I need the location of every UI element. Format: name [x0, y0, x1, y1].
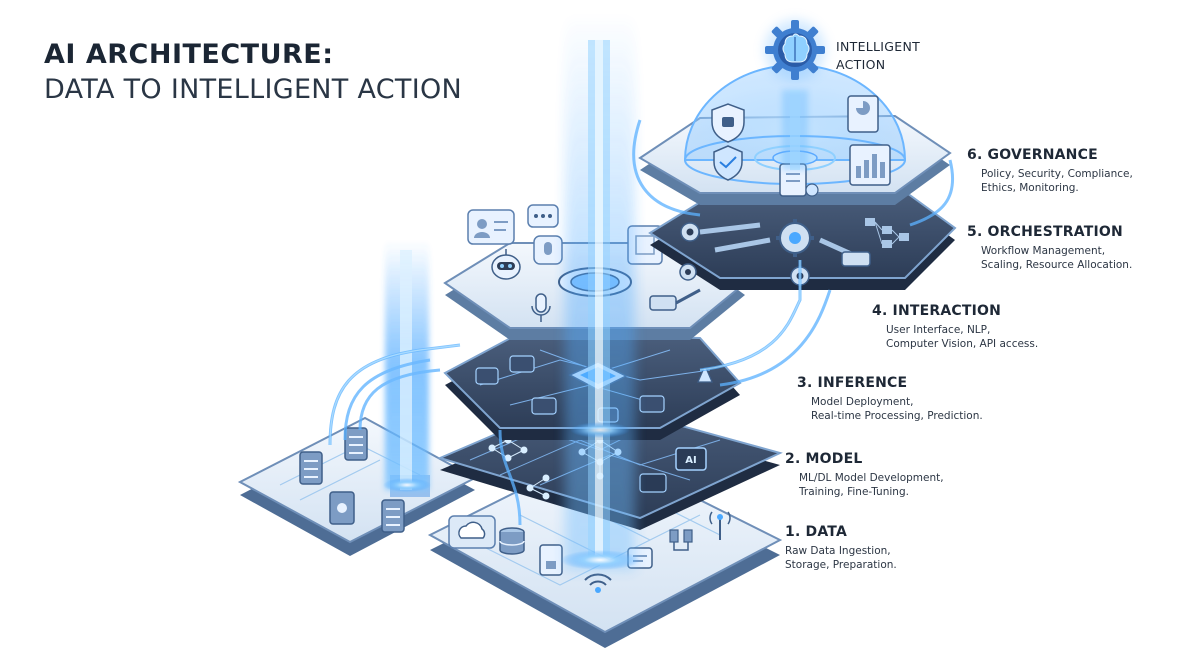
layer-desc-line-2: Training, Fine-Tuning. [799, 486, 909, 498]
gear-small-icon [680, 222, 700, 242]
database-icon [499, 527, 525, 555]
api-connector-icon [649, 288, 701, 311]
compliance-clipboard-icon [779, 163, 819, 197]
layer-description: Model Deployment, Real-time Processing, … [811, 395, 983, 423]
layer-title: 6. GOVERNANCE [967, 147, 1098, 163]
layer-label-inference: 3. INFERENCE Model Deployment, Real-time… [797, 374, 983, 423]
ai-chip-icon: AI [675, 447, 707, 471]
layer-description: Raw Data Ingestion, Storage, Preparation… [785, 544, 897, 572]
layer-description: User Interface, NLP, Computer Vision, AP… [886, 323, 1038, 351]
layer-title: 5. ORCHESTRATION [967, 224, 1123, 240]
layer-description: ML/DL Model Development, Training, Fine-… [799, 471, 944, 499]
title-line-2: DATA TO INTELLIGENT ACTION [44, 74, 463, 105]
intelligent-action-line-1: INTELLIGENT [836, 39, 921, 54]
valve-icon [841, 251, 871, 267]
gear-small-icon-3 [679, 263, 697, 281]
document-icon [539, 544, 563, 576]
data-source-icons [448, 511, 731, 593]
intelligent-action-label: INTELLIGENT ACTION [836, 38, 920, 74]
workflow-diagram-icon [865, 218, 909, 248]
network-node-icon [669, 529, 693, 551]
orchestration-layer-platform [648, 186, 957, 290]
layer-description: Policy, Security, Compliance, Ethics, Mo… [981, 167, 1133, 195]
layer-label-interaction: 4. INTERACTION User Interface, NLP, Comp… [872, 302, 1038, 351]
analytics-panel-icon [847, 95, 879, 133]
layer-desc-line-1: User Interface, NLP, [886, 324, 991, 336]
layer-title: 4. INTERACTION [872, 303, 1002, 319]
ai-chip-label: AI [685, 455, 696, 466]
gear-icon [776, 219, 814, 257]
layer-desc-line-2: Real-time Processing, Prediction. [811, 410, 983, 422]
brain-gear-icon [765, 20, 825, 80]
data-flow-beams [328, 10, 955, 570]
user-profile-card-icon [467, 209, 515, 245]
layer-title: 3. INFERENCE [797, 375, 908, 391]
shield-check-icon [713, 145, 743, 181]
layer-label-data: 1. DATA Raw Data Ingestion, Storage, Pre… [785, 523, 897, 572]
microphone-icon [531, 293, 551, 322]
title-line-1: AI ARCHITECTURE: [44, 39, 334, 70]
layer-title: 2. MODEL [785, 451, 863, 467]
layer-title: 1. DATA [785, 524, 848, 540]
diagram-title: AI ARCHITECTURE: DATA TO INTELLIGENT ACT… [44, 38, 462, 108]
layer-desc-line-1: Workflow Management, [981, 245, 1106, 257]
layer-label-model: 2. MODEL ML/DL Model Development, Traini… [785, 450, 944, 499]
layer-label-orchestration: 5. ORCHESTRATION Workflow Management, Sc… [967, 223, 1132, 272]
layer-description: Workflow Management, Scaling, Resource A… [981, 244, 1132, 272]
layer-desc-line-1: Model Deployment, [811, 396, 914, 408]
layer-desc-line-1: Policy, Security, Compliance, [981, 168, 1133, 180]
chat-bubble-icon [527, 204, 559, 228]
layer-desc-line-2: Ethics, Monitoring. [981, 182, 1079, 194]
layer-label-governance: 6. GOVERNANCE Policy, Security, Complian… [967, 146, 1133, 195]
layer-desc-line-2: Storage, Preparation. [785, 559, 897, 571]
layer-desc-line-2: Computer Vision, API access. [886, 338, 1039, 350]
layer-desc-line-2: Scaling, Resource Allocation. [981, 259, 1133, 271]
monitoring-chart-icon [849, 144, 891, 186]
intelligent-action-line-2: ACTION [836, 57, 886, 72]
lock-shield-icon [711, 103, 745, 143]
layer-desc-line-1: ML/DL Model Development, [799, 472, 944, 484]
chatbot-robot-icon [491, 249, 521, 280]
layer-desc-line-1: Raw Data Ingestion, [785, 545, 891, 557]
antenna-icon [709, 511, 731, 540]
voice-assistant-icon [533, 235, 563, 265]
wifi-icon [584, 573, 612, 593]
cloud-icon [448, 515, 496, 549]
